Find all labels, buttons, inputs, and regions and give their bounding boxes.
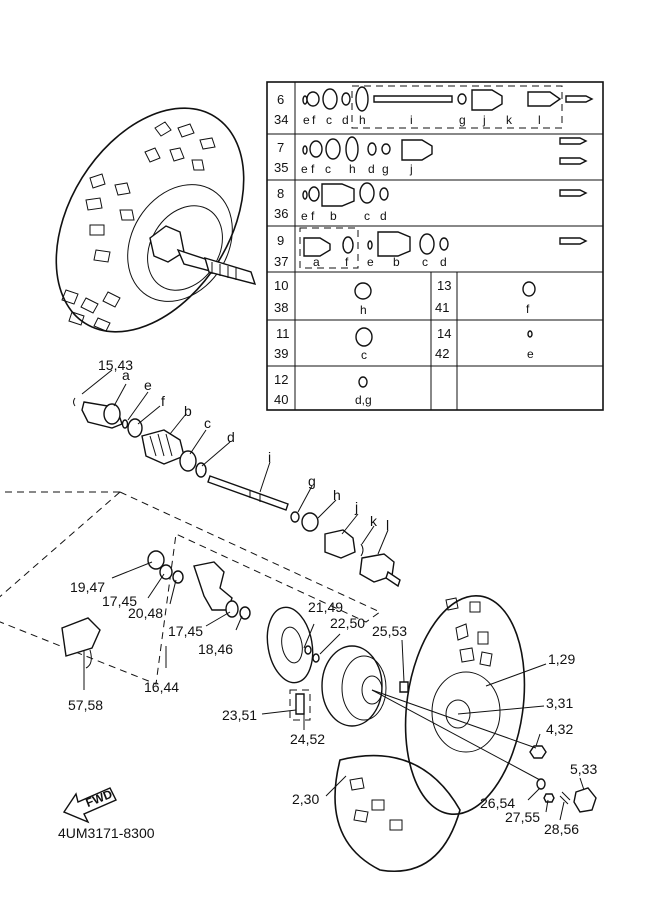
rear-tire-illustration bbox=[55, 107, 257, 333]
table-row6-top: 11 bbox=[276, 326, 290, 341]
svg-text:e: e bbox=[367, 255, 374, 269]
table-row6r-bottom: 42 bbox=[435, 346, 449, 361]
brake-hub-wheel bbox=[266, 594, 597, 872]
svg-text:k: k bbox=[506, 113, 513, 127]
svg-text:c: c bbox=[422, 255, 428, 269]
callout-labels: 15,43 a e f b c d i g h j k l 19,47 17,4… bbox=[68, 357, 597, 837]
table-row3-letters: e f b c d bbox=[301, 209, 387, 223]
drawing-code: 4UM3171-8300 bbox=[58, 825, 155, 841]
callout-d: d bbox=[227, 429, 235, 445]
table-row1-top: 6 bbox=[277, 92, 284, 107]
callout-e: e bbox=[144, 377, 152, 393]
svg-text:e: e bbox=[303, 113, 310, 127]
svg-text:e: e bbox=[301, 162, 308, 176]
svg-text:l: l bbox=[538, 113, 541, 127]
callout-25-53: 25,53 bbox=[372, 623, 407, 639]
svg-text:j: j bbox=[482, 113, 486, 127]
callout-j: j bbox=[354, 499, 358, 515]
callout-17-45-a: 17,45 bbox=[102, 593, 137, 609]
callout-b: b bbox=[184, 403, 192, 419]
callout-19-47: 19,47 bbox=[70, 579, 105, 595]
callout-h: h bbox=[333, 487, 341, 503]
callout-f: f bbox=[161, 393, 165, 409]
svg-text:e: e bbox=[301, 209, 308, 223]
svg-text:c: c bbox=[326, 113, 332, 127]
callout-4-32: 4,32 bbox=[546, 721, 573, 737]
svg-text:b: b bbox=[393, 255, 400, 269]
svg-text:c: c bbox=[364, 209, 370, 223]
svg-text:d: d bbox=[380, 209, 387, 223]
svg-text:j: j bbox=[409, 162, 413, 176]
callout-k: k bbox=[370, 513, 378, 529]
svg-text:f: f bbox=[312, 113, 316, 127]
callout-1-29: 1,29 bbox=[548, 651, 575, 667]
svg-text:g: g bbox=[382, 162, 389, 176]
table-row7-bottom: 40 bbox=[274, 392, 288, 407]
callout-c: c bbox=[204, 415, 211, 431]
callout-16-44: 16,44 bbox=[144, 679, 179, 695]
table-row2-bottom: 35 bbox=[274, 160, 288, 175]
callout-57-58: 57,58 bbox=[68, 697, 103, 713]
callout-3-31: 3,31 bbox=[546, 695, 573, 711]
table-row5r-top: 13 bbox=[437, 278, 451, 293]
svg-text:h: h bbox=[349, 162, 356, 176]
callout-22-50: 22,50 bbox=[330, 615, 365, 631]
svg-text:i: i bbox=[410, 113, 413, 127]
callout-g: g bbox=[308, 473, 316, 489]
variant-reference-table: 6 34 e f c d h i g j k l 7 35 bbox=[266, 81, 604, 411]
callout-28-56: 28,56 bbox=[544, 821, 579, 837]
knuckle-group bbox=[0, 491, 381, 685]
svg-text:c: c bbox=[325, 162, 331, 176]
table-row5-top: 10 bbox=[274, 278, 288, 293]
callout-15-43: 15,43 bbox=[98, 357, 133, 373]
leader-lines bbox=[81, 369, 585, 821]
svg-text:h: h bbox=[359, 113, 366, 127]
callout-5-33: 5,33 bbox=[570, 761, 597, 777]
callout-23-51: 23,51 bbox=[222, 707, 257, 723]
table-row5r-bottom: 41 bbox=[435, 300, 449, 315]
table-row4-top: 9 bbox=[277, 233, 284, 248]
callout-24-52: 24,52 bbox=[290, 731, 325, 747]
table-row1-letters: e f c d h i g j k l bbox=[303, 113, 541, 127]
table-row7-top: 12 bbox=[274, 372, 288, 387]
svg-text:f: f bbox=[311, 162, 315, 176]
svg-text:a: a bbox=[313, 255, 320, 269]
table-row6-bottom: 39 bbox=[274, 346, 288, 361]
table-row6r-letter: e bbox=[527, 347, 534, 361]
callout-20-48: 20,48 bbox=[128, 605, 163, 621]
svg-text:d: d bbox=[368, 162, 375, 176]
fwd-direction-arrow: FWD bbox=[62, 787, 117, 824]
table-row2-top: 7 bbox=[277, 140, 284, 155]
table-row3-bottom: 36 bbox=[274, 206, 288, 221]
callout-26-54: 26,54 bbox=[480, 795, 515, 811]
svg-text:f: f bbox=[311, 209, 315, 223]
callout-a: a bbox=[122, 367, 130, 383]
callout-l: l bbox=[386, 517, 389, 533]
table-row5-bottom: 38 bbox=[274, 300, 288, 315]
callout-27-55: 27,55 bbox=[505, 809, 540, 825]
callout-18-46: 18,46 bbox=[198, 641, 233, 657]
table-row3-top: 8 bbox=[277, 186, 284, 201]
table-row4-bottom: 37 bbox=[274, 254, 288, 269]
table-row4-letters: a f e b c d bbox=[313, 255, 447, 269]
table-row2-letters: e f c h d g j bbox=[301, 162, 413, 176]
callout-2-30: 2,30 bbox=[292, 791, 319, 807]
svg-text:d: d bbox=[342, 113, 349, 127]
callout-21-49: 21,49 bbox=[308, 599, 343, 615]
callout-i: i bbox=[268, 449, 271, 465]
callout-17-45-b: 17,45 bbox=[168, 623, 203, 639]
table-row5r-letter: f bbox=[526, 302, 530, 316]
svg-text:d: d bbox=[440, 255, 447, 269]
table-row5-letter: h bbox=[360, 303, 367, 317]
table-row6-letter: c bbox=[361, 348, 367, 362]
table-row1-bottom: 34 bbox=[274, 112, 288, 127]
driveshaft-parts bbox=[73, 397, 401, 588]
table-row7-letter: d,g bbox=[355, 393, 372, 407]
svg-text:b: b bbox=[330, 209, 337, 223]
svg-text:g: g bbox=[459, 113, 466, 127]
table-row6r-top: 14 bbox=[437, 326, 451, 341]
svg-text:f: f bbox=[345, 255, 349, 269]
